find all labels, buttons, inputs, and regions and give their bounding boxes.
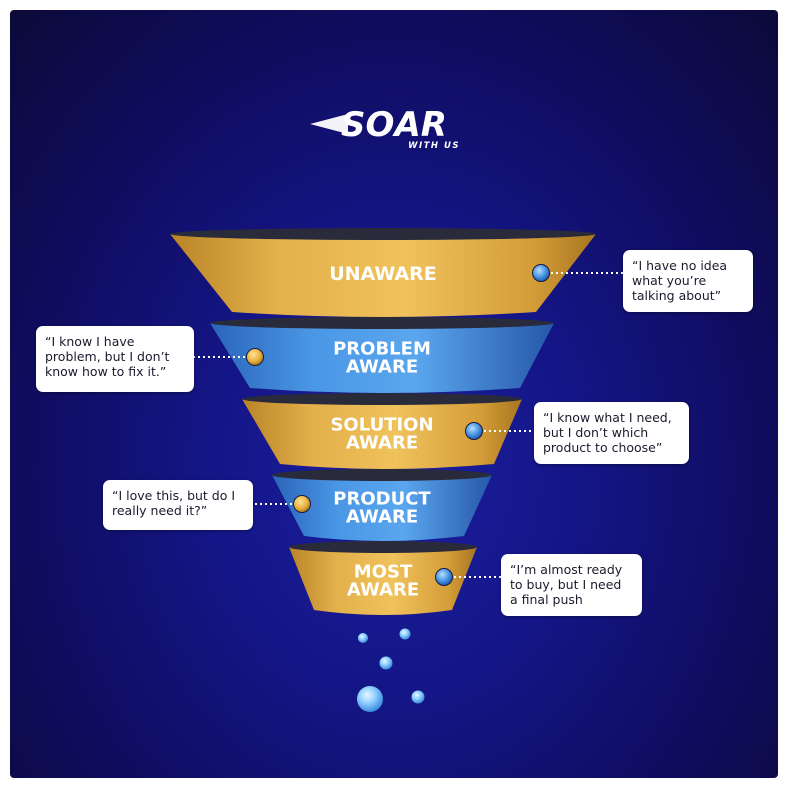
funnel-diagram: SOAR WITH US UNAWARE PROBLEMAWARESOLUTION… [10,10,778,778]
stage-rim [242,393,522,405]
marker-dot [294,496,311,513]
bubble-dot [400,629,411,640]
quote-bubble: “I know I have problem, but I don’t know… [36,326,194,392]
stage-rim [272,469,492,481]
marker-dot [247,349,264,366]
logo-tagline: WITH US [408,141,460,151]
stage-label-line1: UNAWARE [329,263,437,285]
logo-name: SOAR [341,105,447,145]
funnel-stage: UNAWARE [170,228,623,317]
soar-logo: SOAR WITH US [310,105,460,151]
quote-bubble: “I have no idea what you’re talking abou… [623,250,753,312]
bubble-dot [412,691,425,704]
bubbles [357,629,425,713]
marker-dot [466,423,483,440]
stage-rim [210,317,554,329]
quote-bubble: “I’m almost ready to buy, but I need a f… [501,554,642,616]
stage-label-line2: AWARE [346,357,418,378]
stage-label-line2: AWARE [346,507,418,528]
stage-rim [289,541,477,553]
marker-dot [533,265,550,282]
quote-bubble: “I love this, but do I really need it?” [103,480,253,530]
stage-label-line2: AWARE [347,580,419,601]
stage-label-line2: AWARE [346,433,418,454]
bubble-dot [357,686,383,712]
bubble-dot [380,657,393,670]
marker-dot [436,569,453,586]
quote-bubble: “I know what I need, but I don’t which p… [534,402,689,464]
stage-rim [170,228,596,240]
bubble-dot [358,633,368,643]
